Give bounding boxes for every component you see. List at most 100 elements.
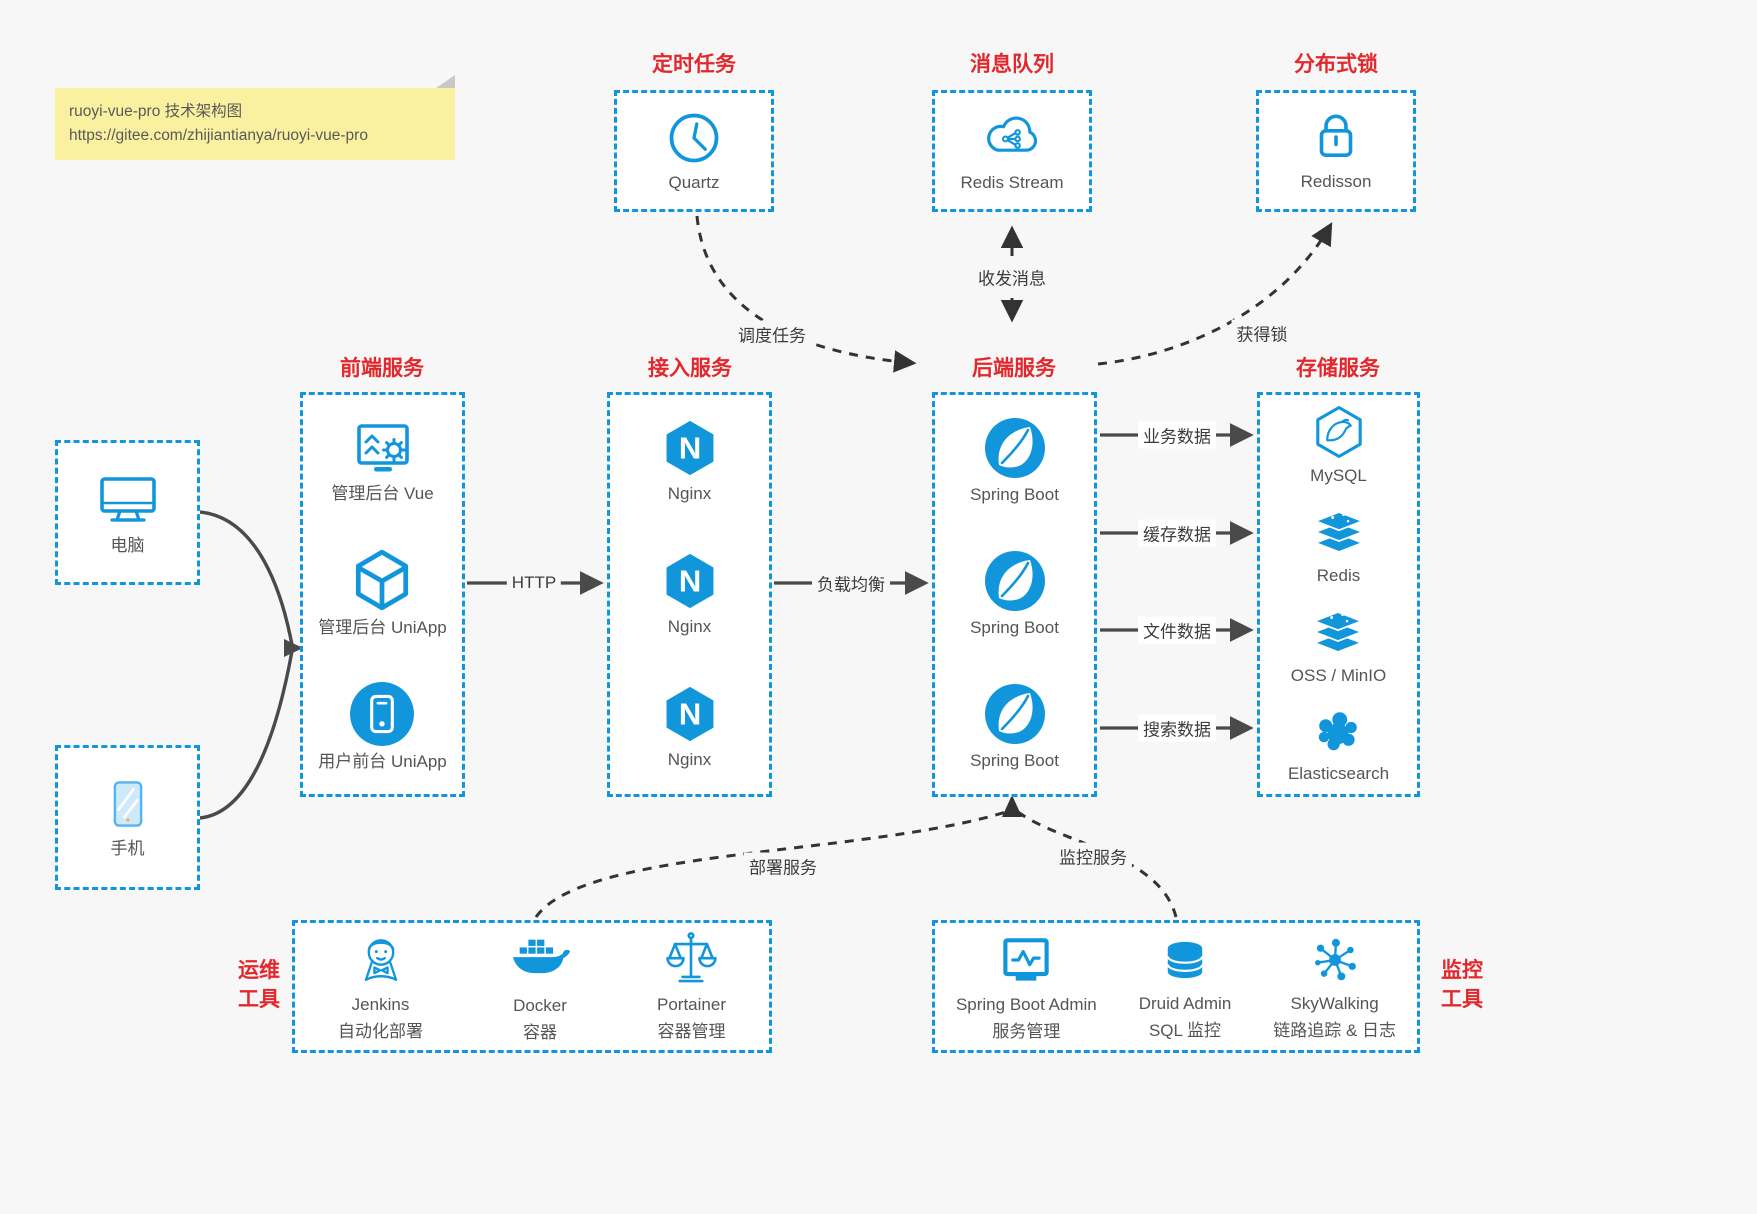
edge-label-get-lock: 获得锁 [1231, 319, 1293, 347]
sticky-note: ruoyi-vue-pro 技术架构图 https://gitee.com/zh… [55, 75, 455, 160]
column-title-backend: 后端服务 [972, 357, 1056, 380]
jenkins-icon [351, 930, 411, 990]
node-admin-vue: 管理后台 Vue [331, 415, 434, 506]
box-ops-tools: Jenkins 自动化部署 Docker [292, 920, 772, 1053]
spring-boot-icon [983, 682, 1047, 746]
node-label: Nginx [667, 750, 712, 770]
edge-label-send-receive-message: 收发消息 [973, 263, 1051, 291]
node-docker: Docker 容器 [509, 929, 571, 1044]
node-label: Spring Boot [970, 485, 1059, 505]
node-label: Redis [1316, 565, 1361, 585]
spring-boot-icon [983, 416, 1047, 480]
node-label: Nginx [667, 617, 712, 637]
node-label: Portainer [657, 994, 726, 1014]
nginx-icon: N [659, 417, 721, 479]
node-label: Spring Boot [970, 751, 1059, 771]
node-label: Redisson [1300, 171, 1372, 191]
node-oss-minio: OSS / MinIO [1291, 603, 1386, 688]
node-label: OSS / MinIO [1290, 666, 1387, 686]
node-label: Elasticsearch [1287, 764, 1390, 784]
box-monitor-tools: Spring Boot Admin 服务管理 Druid Admin SQL 监… [932, 920, 1420, 1053]
group-title-message-queue: 消息队列 [970, 53, 1054, 76]
spring-boot-admin-icon [996, 930, 1056, 990]
node-user-uniapp: 用户前台 UniApp [318, 681, 447, 774]
note-url: https://gitee.com/zhijiantianya/ruoyi-vu… [69, 127, 368, 144]
node-label: Jenkins [351, 994, 410, 1014]
box-quartz: Quartz [614, 90, 774, 212]
node-sublabel: SQL 监控 [1148, 1020, 1222, 1040]
oss-icon [1309, 603, 1367, 661]
edge-label-cache-data: 缓存数据 [1138, 519, 1216, 547]
edge-label-search-data: 搜索数据 [1138, 714, 1216, 742]
mobile-app-icon [349, 681, 415, 747]
note-title: ruoyi-vue-pro 技术架构图 [69, 103, 243, 120]
svg-text:N: N [678, 564, 700, 599]
group-title-scheduled-tasks: 定时任务 [652, 53, 736, 76]
edge-label-business-data: 业务数据 [1138, 421, 1216, 449]
node-redis-stream: Redis Stream [960, 108, 1064, 195]
edge-label-schedule-task: 调度任务 [733, 320, 811, 348]
node-redis: Redis [1310, 503, 1368, 588]
node-label: Redis Stream [960, 172, 1064, 192]
node-druid-admin: Druid Admin SQL 监控 [1138, 931, 1232, 1042]
node-jenkins: Jenkins 自动化部署 [338, 930, 423, 1043]
node-label: 电脑 [110, 536, 145, 556]
node-label: 手机 [110, 839, 145, 859]
node-mobile: 手机 [98, 774, 158, 861]
node-admin-uniapp: 管理后台 UniApp [318, 547, 447, 640]
group-title-ops-tools: 运维 工具 [238, 959, 280, 1012]
group-title-monitor-tools: 监控 工具 [1441, 959, 1483, 1012]
node-sublabel: 链路追踪 & 日志 [1273, 1020, 1397, 1040]
column-title-storage: 存储服务 [1296, 357, 1380, 380]
node-label: Druid Admin [1138, 993, 1232, 1013]
portainer-icon [661, 930, 721, 990]
node-label: SkyWalking [1290, 993, 1379, 1013]
node-nginx-1: N Nginx [659, 417, 721, 506]
box-redis-stream: Redis Stream [932, 90, 1092, 212]
edge-label-http: HTTP [506, 572, 562, 594]
elasticsearch-icon [1310, 703, 1366, 759]
node-elasticsearch: Elasticsearch [1288, 703, 1389, 786]
note-fold-corner [436, 75, 455, 88]
node-label: Quartz [668, 172, 720, 192]
desktop-icon [96, 467, 160, 531]
node-mysql: MySQL [1310, 403, 1368, 488]
admin-vue-icon [351, 415, 415, 479]
mysql-icon [1310, 403, 1368, 461]
smartphone-icon [98, 774, 158, 834]
node-spring-boot-admin: Spring Boot Admin 服务管理 [956, 930, 1097, 1043]
cloud-share-icon [980, 108, 1044, 168]
nginx-icon: N [659, 550, 721, 612]
redis-icon [1310, 503, 1368, 561]
node-quartz: Quartz [664, 108, 724, 195]
node-skywalking: SkyWalking 链路追踪 & 日志 [1273, 931, 1396, 1042]
node-sublabel: 容器管理 [657, 1021, 726, 1041]
node-redisson: Redisson [1300, 109, 1372, 194]
column-title-frontend: 前端服务 [340, 357, 424, 380]
node-label: Spring Boot [970, 618, 1059, 638]
edge-label-monitor-service: 监控服务 [1054, 842, 1132, 870]
box-storage-services: MySQL Redis [1257, 392, 1420, 797]
svg-text:N: N [678, 697, 700, 732]
nginx-icon: N [659, 683, 721, 745]
svg-text:N: N [678, 431, 700, 466]
lock-icon [1307, 109, 1365, 167]
box-frontend-services: 管理后台 Vue 管理后台 UniApp 用户前台 UniApp [300, 392, 465, 797]
node-spring-boot-2: Spring Boot [970, 549, 1059, 640]
druid-icon [1156, 931, 1214, 989]
edge-label-load-balance: 负载均衡 [812, 569, 890, 597]
box-gateway-services: N Nginx N Nginx N Nginx [607, 392, 772, 797]
node-label: Nginx [667, 484, 712, 504]
edge-label-file-data: 文件数据 [1138, 616, 1216, 644]
box-mobile-client: 手机 [55, 745, 200, 890]
skywalking-icon [1306, 931, 1364, 989]
node-portainer: Portainer 容器管理 [657, 930, 726, 1043]
node-nginx-2: N Nginx [659, 550, 721, 639]
node-label: 用户前台 UniApp [318, 751, 447, 771]
node-label: MySQL [1310, 465, 1367, 485]
cube-icon [349, 547, 415, 613]
docker-icon [509, 929, 571, 991]
node-sublabel: 容器 [523, 1022, 557, 1042]
node-spring-boot-1: Spring Boot [970, 416, 1059, 507]
